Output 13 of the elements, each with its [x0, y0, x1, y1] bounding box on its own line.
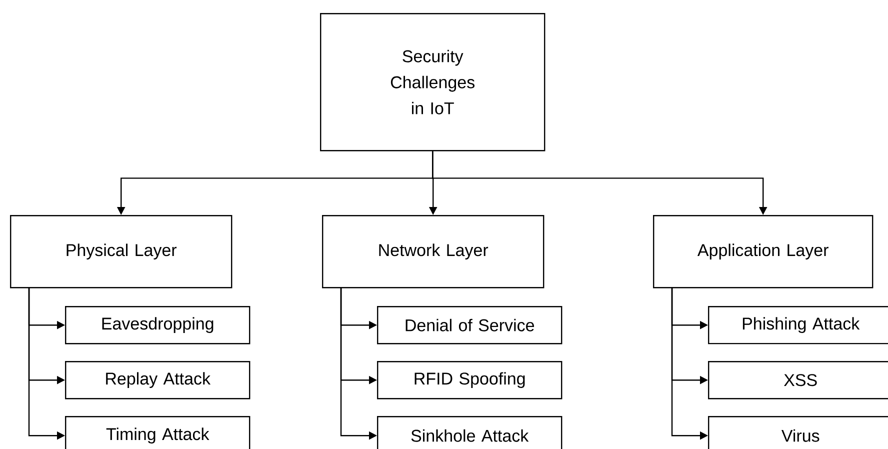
attack-box: Virus	[708, 416, 888, 449]
attack-box: RFID Spoofing	[377, 360, 562, 400]
layer-box: Application Layer	[653, 215, 874, 288]
layer-box: Physical Layer	[10, 215, 232, 288]
attack-box: Eavesdropping	[65, 306, 250, 344]
root-box: Security Challenges in IoT	[320, 13, 546, 152]
attack-box: Timing Attack	[65, 416, 250, 449]
attack-box: Phishing Attack	[708, 306, 888, 344]
attack-box: Sinkhole Attack	[377, 416, 562, 449]
attack-box: XSS	[708, 360, 888, 400]
attack-box: Denial of Service	[377, 306, 562, 344]
attack-box: Replay Attack	[65, 360, 250, 400]
layer-box: Network Layer	[322, 215, 544, 288]
